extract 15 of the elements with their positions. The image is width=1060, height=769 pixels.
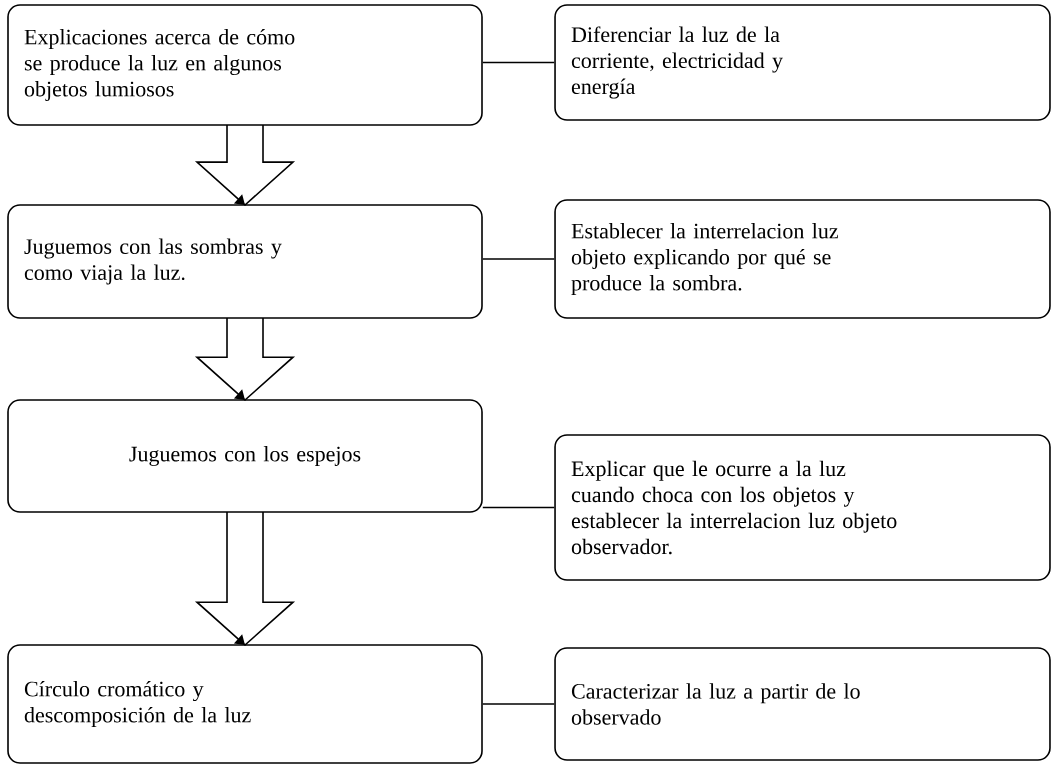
process-box: Explicaciones acerca de cómo se produce la luz en algunos objetos lumiosos [7, 4, 483, 126]
connector-line [482, 258, 556, 260]
connector-line [482, 506, 556, 509]
process-box: Explicar que le ocurre a la luz cuando choca con los objetos y establecer la interrelacion luz objeto observador. [554, 434, 1051, 581]
process-box: Caracterizar la luz a partir de lo observado [554, 647, 1051, 761]
block-arrow [194, 124, 296, 207]
process-box: Juguemos con las sombras y como viaja la luz. [7, 204, 483, 319]
process-box: Diferenciar la luz de la corriente, electricidad y energía [554, 4, 1051, 121]
connector-line [482, 61, 556, 64]
block-arrow [194, 317, 296, 402]
process-box: Círculo cromático y descomposición de la luz [7, 644, 483, 764]
process-box: Juguemos con los espejos [7, 399, 483, 513]
connector-line [482, 703, 556, 705]
process-box: Establecer la interrelacion luz objeto explicando por qué se produce la sombra. [554, 199, 1051, 319]
block-arrow [194, 511, 296, 647]
